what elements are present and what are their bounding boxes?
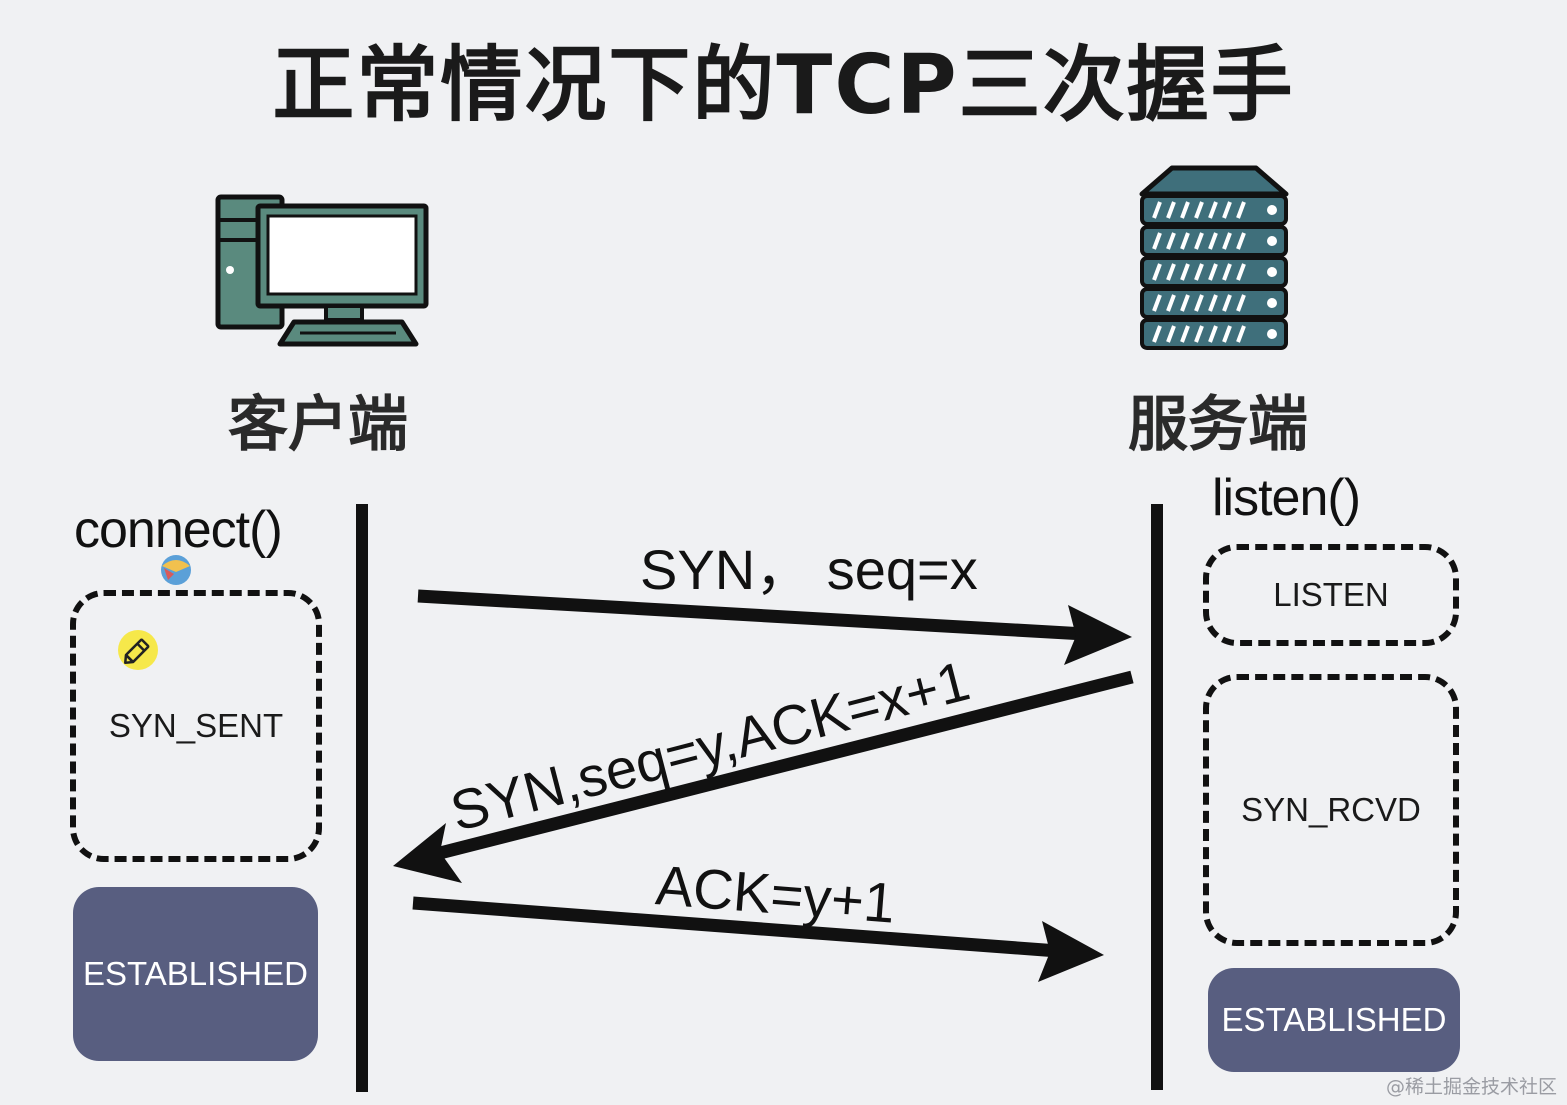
- server-label: 服务端: [1128, 390, 1308, 460]
- server-state-established: ESTABLISHED: [1208, 968, 1460, 1072]
- connect-call: connect(): [74, 501, 283, 559]
- computer-icon: [215, 194, 429, 347]
- msg-syn-label: SYN， seq=x: [640, 538, 978, 601]
- edit-icon[interactable]: [116, 628, 160, 672]
- listen-call: listen(): [1212, 469, 1361, 527]
- server-icon: [1139, 165, 1289, 350]
- client-state-syn-sent: SYN_SENT: [70, 590, 322, 862]
- client-label: 客户端: [228, 390, 408, 460]
- server-state-listen: LISTEN: [1203, 544, 1459, 646]
- server-state-syn-rcvd: SYN_RCVD: [1203, 674, 1459, 946]
- arrow-syn-head: [1064, 605, 1132, 665]
- watermark: @稀土掘金技术社区: [1385, 1076, 1557, 1098]
- arrow-syn: [417, 589, 1086, 641]
- server-timeline: [1151, 504, 1163, 1090]
- diagram-title: 正常情况下的TCP三次握手: [272, 38, 1295, 133]
- arrow-syn-ack: [438, 670, 1134, 860]
- cursor-badge-icon: [161, 555, 191, 585]
- arrow-ack: [412, 896, 1059, 958]
- client-timeline: [356, 504, 368, 1092]
- arrow-syn-ack-head: [393, 823, 462, 883]
- client-state-established: ESTABLISHED: [73, 887, 318, 1061]
- arrow-ack-head: [1038, 921, 1104, 982]
